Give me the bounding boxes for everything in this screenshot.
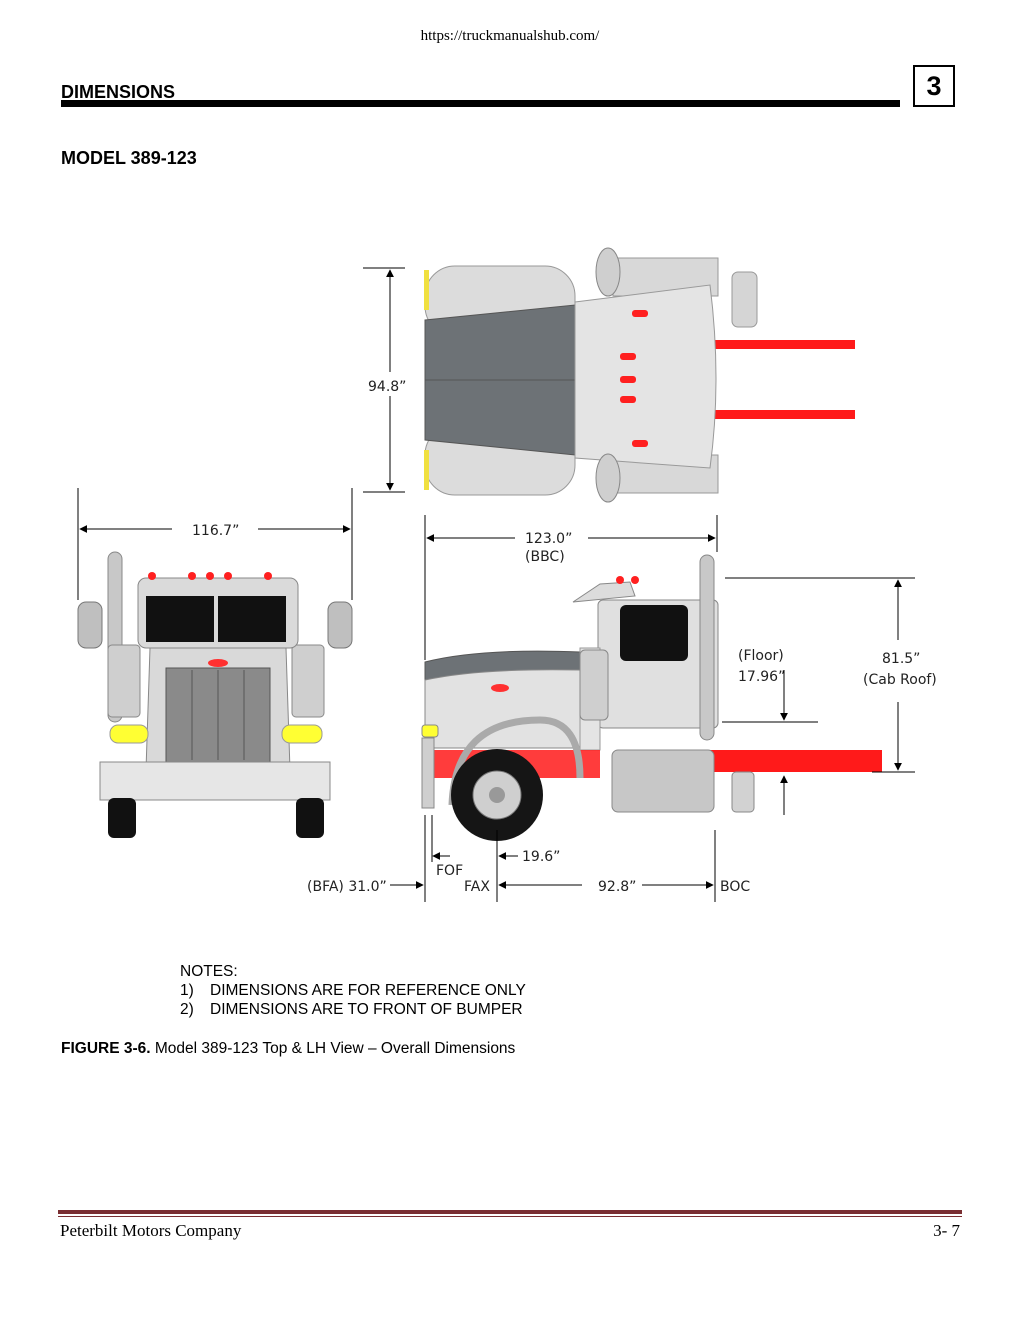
chapter-number: 3 — [926, 70, 942, 101]
footer-rule — [58, 1210, 962, 1214]
section-rule — [61, 100, 900, 107]
dim-width-top-label: 94.8” — [368, 379, 406, 395]
note-number: 1) — [180, 982, 194, 999]
side-frame-rail — [690, 750, 882, 772]
notes-block: NOTES: 1) DIMENSIONS ARE FOR REFERENCE O… — [180, 962, 526, 1019]
source-url[interactable]: https://truckmanualshub.com/ — [420, 28, 600, 44]
dim-floor-value: 17.96” — [738, 669, 785, 685]
chapter-number-box: 3 — [913, 65, 955, 107]
dim-cab-roof-label: (Cab Roof) — [863, 672, 937, 688]
side-view-truck — [421, 554, 882, 841]
front-view-truck — [77, 551, 353, 838]
footer-rule-thin — [58, 1216, 962, 1217]
dim-bbc: 123.0” (BBC) — [424, 515, 718, 660]
dim-floor-label: (Floor) — [738, 648, 784, 664]
dim-cab-roof-value: 81.5” — [882, 651, 920, 667]
dim-bbc-label: (BBC) — [525, 549, 565, 565]
dim-overall-width: 116.7” — [77, 488, 353, 600]
dim-boc-label: BOC — [720, 879, 750, 895]
figure-caption: FIGURE 3-6. Model 389-123 Top & LH View … — [61, 1040, 515, 1058]
dim-cab-roof: 81.5” (Cab Roof) — [725, 577, 937, 773]
note-item: 1) DIMENSIONS ARE FOR REFERENCE ONLY — [180, 981, 526, 1000]
top-view-truck — [424, 247, 855, 503]
dim-bbc-value: 123.0” — [525, 531, 572, 547]
dim-floor: (Floor) 17.96” — [722, 648, 818, 815]
dimension-figure: 94.8” 116.7” — [60, 230, 960, 910]
dim-lower: FOF 19.6” (BFA) 31.0” FAX 92.8” BOC — [307, 815, 750, 902]
dim-fax-boc-value: 92.8” — [598, 879, 636, 895]
note-item: 2) DIMENSIONS ARE TO FRONT OF BUMPER — [180, 1000, 526, 1019]
dim-bfa-label: (BFA) 31.0” — [307, 879, 387, 895]
note-text: DIMENSIONS ARE TO FRONT OF BUMPER — [210, 1001, 523, 1018]
footer-page-number: 3- 7 — [933, 1221, 960, 1240]
footer-company: Peterbilt Motors Company — [60, 1221, 242, 1240]
dim-fof-label: FOF — [436, 863, 463, 879]
model-title: MODEL 389-123 — [61, 148, 197, 168]
section-title: DIMENSIONS — [61, 82, 176, 102]
dim-fax-label: FAX — [464, 879, 490, 895]
dim-width-top: 94.8” — [363, 267, 406, 493]
truck-diagram: 94.8” 116.7” — [77, 247, 937, 902]
note-text: DIMENSIONS ARE FOR REFERENCE ONLY — [210, 982, 526, 999]
dim-fof-value: 19.6” — [522, 849, 560, 865]
note-number: 2) — [180, 1001, 194, 1018]
figure-caption-label: FIGURE 3-6. — [61, 1040, 151, 1057]
dim-overall-width-label: 116.7” — [192, 523, 239, 539]
notes-heading: NOTES: — [180, 963, 238, 980]
figure-caption-text: Model 389-123 Top & LH View – Overall Di… — [150, 1040, 516, 1057]
